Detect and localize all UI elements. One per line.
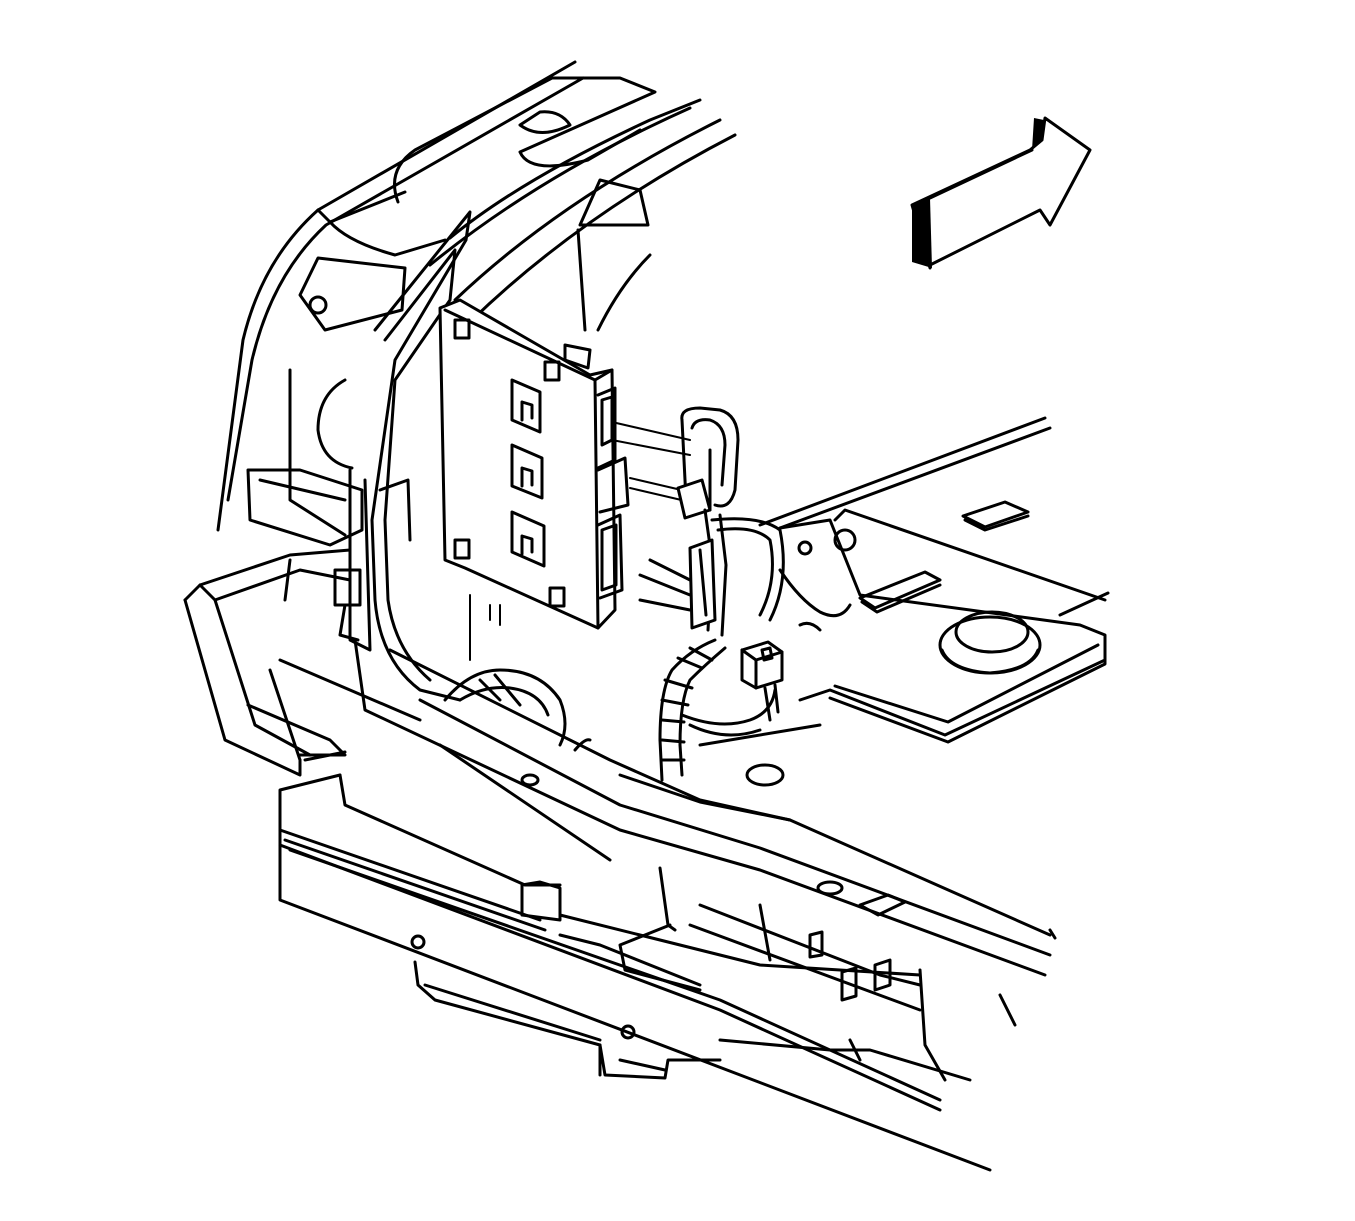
floor-pan	[638, 416, 1110, 787]
wire-loop	[443, 594, 592, 752]
pillar-arch	[216, 60, 737, 532]
wiring-harness	[658, 406, 785, 782]
pillar-strip	[333, 210, 472, 702]
rear-body-panel	[183, 548, 1057, 1172]
quarter-panel	[246, 256, 407, 547]
control-module	[438, 298, 630, 630]
direction-arrow-icon	[910, 116, 1092, 270]
